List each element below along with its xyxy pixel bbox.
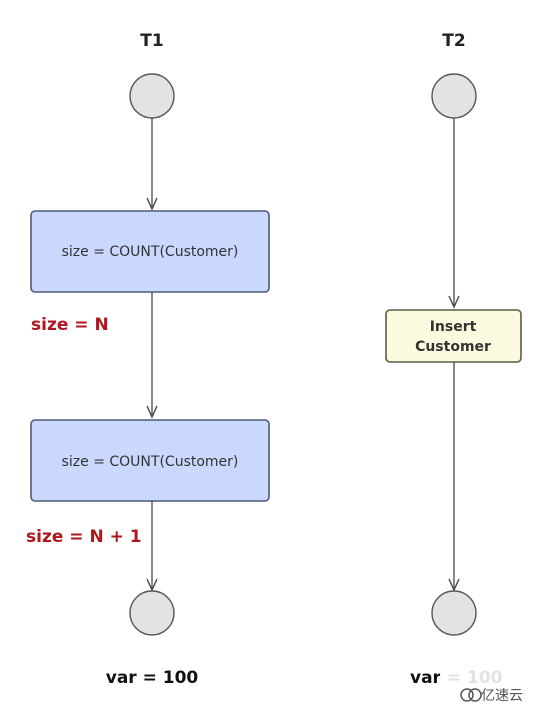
t1-second-count-label: size = COUNT(Customer) [62,454,239,470]
t1-var-value: var = 100 [106,668,199,688]
t1-first-count-label: size = COUNT(Customer) [62,244,239,260]
watermark: 亿速云 [440,660,547,718]
t2-insert-label-line2: Customer [415,339,491,355]
t2-insert-label-line1: Insert [430,319,477,335]
lane-title-t1: T1 [140,31,163,51]
t1-first-count-box [30,210,270,293]
watermark-logo-icon [460,688,482,702]
t1-first-result-note: size = N [31,315,109,335]
watermark-backdrop [440,660,547,718]
t1-second-count-box [30,419,270,502]
t1-second-result-note: size = N + 1 [26,527,142,547]
lane-title-t2: T2 [442,31,465,51]
t1-start-node [129,73,175,119]
t2-end-node [431,590,477,636]
t1-end-node [129,590,175,636]
watermark-text: 亿速云 [481,688,523,704]
t2-start-node [431,73,477,119]
